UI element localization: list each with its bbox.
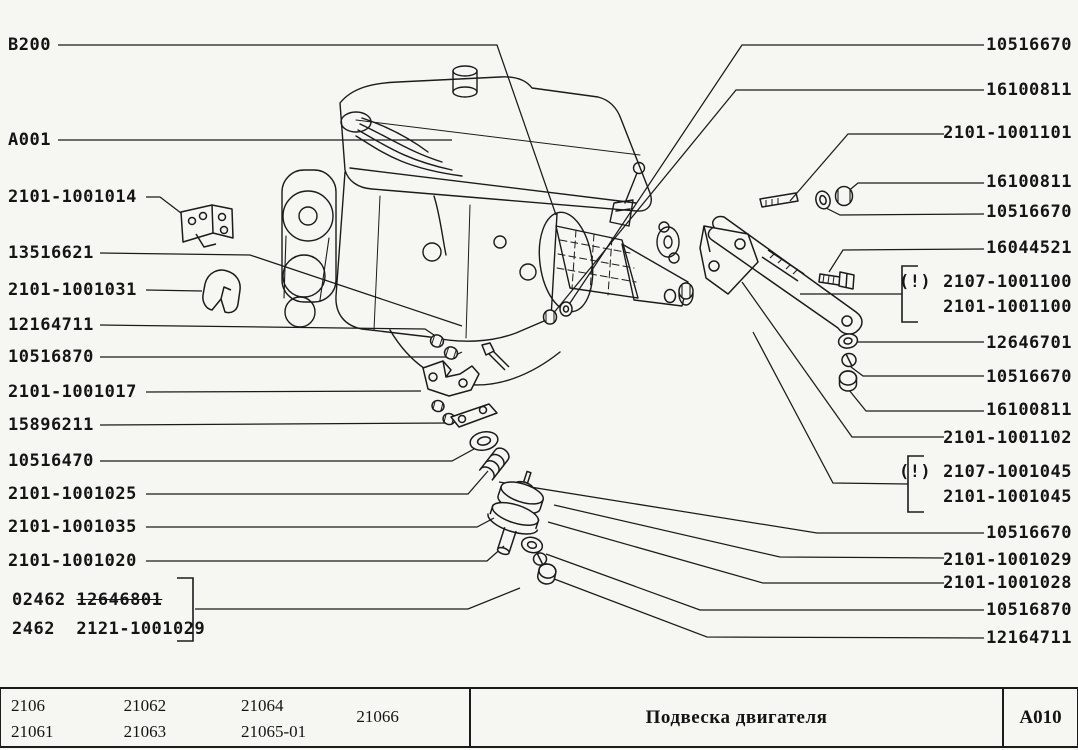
part-number-label-variant: (!)2107-1001045	[898, 462, 1072, 482]
part-number-label: 16100811	[986, 80, 1072, 100]
model-column: 2106 21061	[11, 693, 124, 746]
leader-lines	[58, 44, 985, 639]
applicable-models-cell: 2106 21061 21062 21063 21064 21065-01 21…	[1, 689, 471, 746]
group-brackets	[177, 265, 924, 642]
part-number-label: 10516870	[8, 347, 94, 367]
model-number: 21064	[240, 696, 284, 715]
part-number-label: 10516670	[986, 523, 1072, 543]
part-number-label: 10516670	[986, 202, 1072, 222]
section-title: Подвеска двигателя	[471, 689, 1004, 746]
model-number: 21066	[356, 707, 399, 726]
part-number-label: 10516470	[8, 451, 94, 471]
rear-support-arm-sketch	[663, 192, 863, 335]
part-number-label: 12646701	[986, 333, 1072, 353]
sheet-code: A010	[1019, 706, 1062, 728]
part-number-label: 2101-1001045	[943, 487, 1072, 507]
part-number-label: 2101-1001014	[8, 187, 137, 207]
part-number-label: 2101-1001035	[8, 517, 137, 537]
model-number: 21061	[11, 722, 54, 741]
part-number-label: 13516621	[8, 243, 94, 263]
part-number-label: 2101-1001101	[943, 123, 1072, 143]
attention-marker: (!)	[898, 272, 932, 292]
part-number-label-superseded: 02462 12646801	[12, 590, 163, 610]
footer-table: 2106 21061 21062 21063 21064 21065-01 21…	[0, 687, 1078, 748]
small-parts-right	[815, 185, 859, 392]
model-number: 21063	[123, 722, 167, 741]
part-number-label: 16100811	[986, 400, 1072, 420]
part-number-label: 10516670	[986, 35, 1072, 55]
attention-marker: (!)	[898, 462, 932, 482]
part-number-label: 2101-1001100	[943, 297, 1072, 317]
part-number-label: 2101-1001031	[8, 280, 137, 300]
front-mount-sketch	[422, 301, 573, 585]
model-number: 21062	[123, 696, 167, 715]
part-number-label: 2101-1001028	[943, 573, 1072, 593]
part-number-label: 2101-1001020	[8, 551, 137, 571]
part-number-label: 16100811	[986, 172, 1072, 192]
part-number-label-variant: (!)2107-1001100	[898, 272, 1072, 292]
part-number-label: 2101-1001025	[8, 484, 137, 504]
superseded-part-number: 12646801	[76, 590, 163, 610]
part-number-label: A001	[8, 130, 51, 150]
part-number-label: 12164711	[8, 315, 94, 335]
model-number: 2106	[11, 696, 45, 715]
model-number: 21065-01	[240, 722, 307, 741]
model-column: 21066	[356, 693, 469, 741]
part-number-label: B200	[8, 35, 51, 55]
small-parts-left	[180, 204, 241, 314]
part-number-label: 15896211	[8, 415, 94, 435]
part-number-label: 10516670	[986, 367, 1072, 387]
part-number-label: 12164711	[986, 628, 1072, 648]
part-number-label: 16044521	[986, 238, 1072, 258]
part-number-label: 2101-1001017	[8, 382, 137, 402]
part-number-label: 2101-1001102	[943, 428, 1072, 448]
part-number-label: 2101-1001029	[943, 550, 1072, 570]
model-column: 21064 21065-01	[241, 693, 356, 746]
part-number-label: 10516870	[986, 600, 1072, 620]
part-number-label: 2462 2121-1001029	[12, 619, 206, 639]
model-column: 21062 21063	[124, 693, 241, 746]
engine-sketch	[281, 65, 694, 386]
